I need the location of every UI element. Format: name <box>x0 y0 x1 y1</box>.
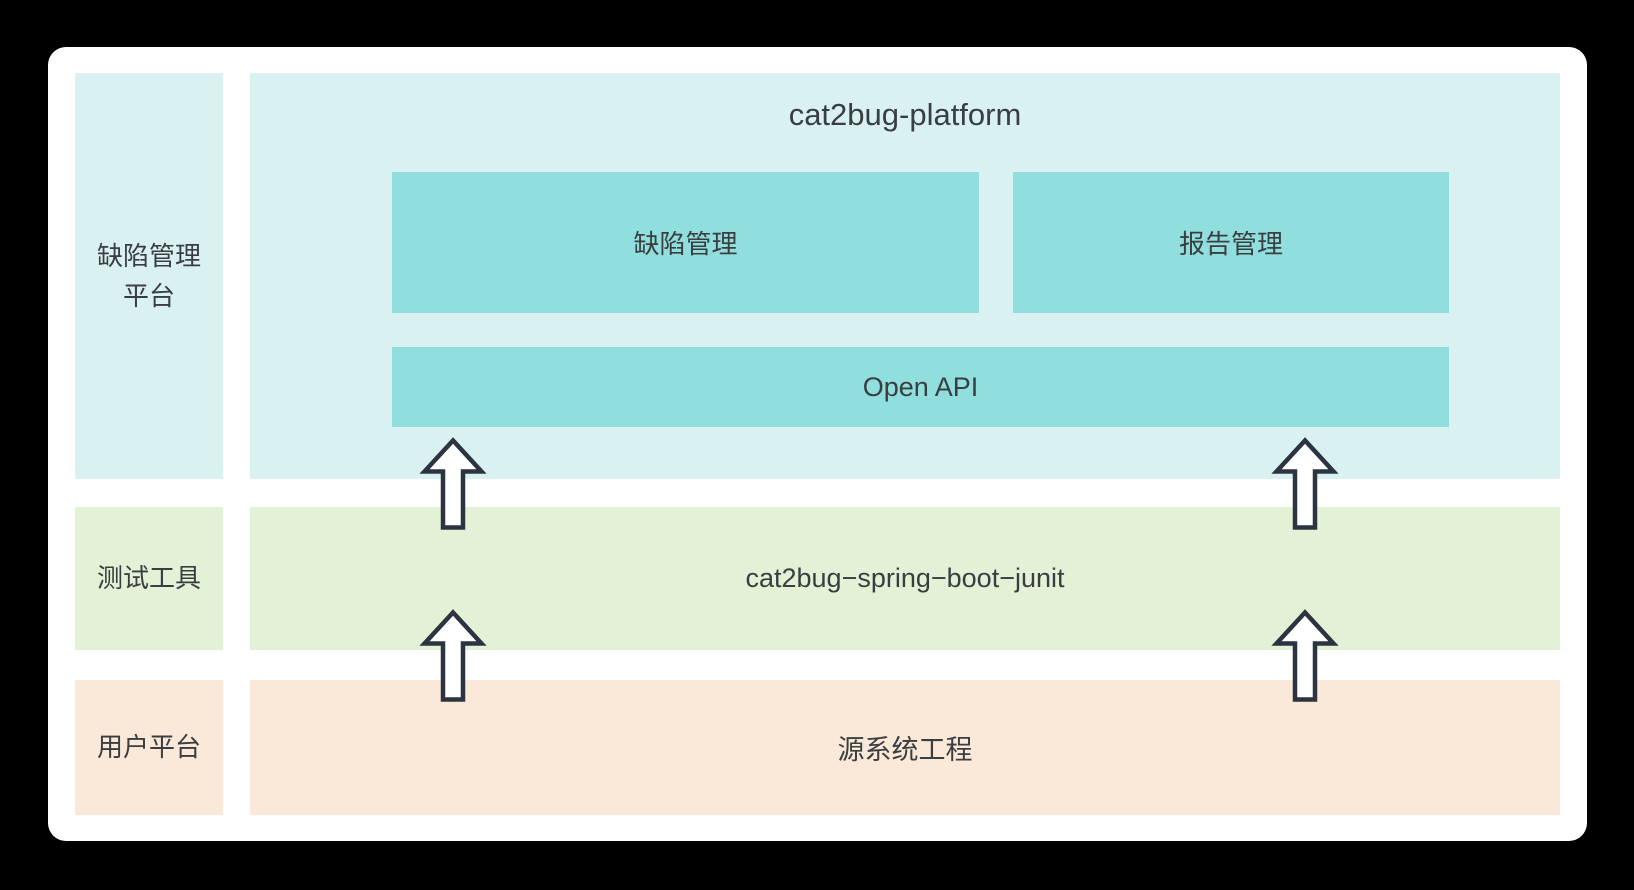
platform-title: cat2bug-platform <box>788 97 1022 132</box>
source-system-panel: 源系统工程 <box>250 680 1560 815</box>
up-arrow-icon <box>419 609 487 702</box>
open-api-bar: Open API <box>392 347 1449 427</box>
open-api-label: Open API <box>862 371 979 402</box>
module-defect-label: 缺陷管理 <box>633 229 738 259</box>
side-label-defect-platform: 缺陷管理 平台 <box>75 73 223 479</box>
side-label-user-platform: 用户平台 <box>75 680 223 815</box>
module-report-management: 报告管理 <box>1013 172 1449 313</box>
source-system-label: 源系统工程 <box>837 735 973 765</box>
up-arrow-icon <box>1271 609 1339 702</box>
up-arrow-icon <box>1271 437 1339 530</box>
architecture-card: 缺陷管理 平台 cat2bug-platform 缺陷管理 报告管理 Open … <box>48 47 1587 841</box>
platform-panel: cat2bug-platform 缺陷管理 报告管理 Open API <box>250 73 1560 479</box>
test-tool-label: cat2bug−spring−boot−junit <box>745 563 1065 593</box>
module-defect-management: 缺陷管理 <box>392 172 979 313</box>
side-label-test-tools: 测试工具 <box>75 507 223 650</box>
up-arrow-icon <box>419 437 487 530</box>
module-report-label: 报告管理 <box>1178 229 1283 259</box>
